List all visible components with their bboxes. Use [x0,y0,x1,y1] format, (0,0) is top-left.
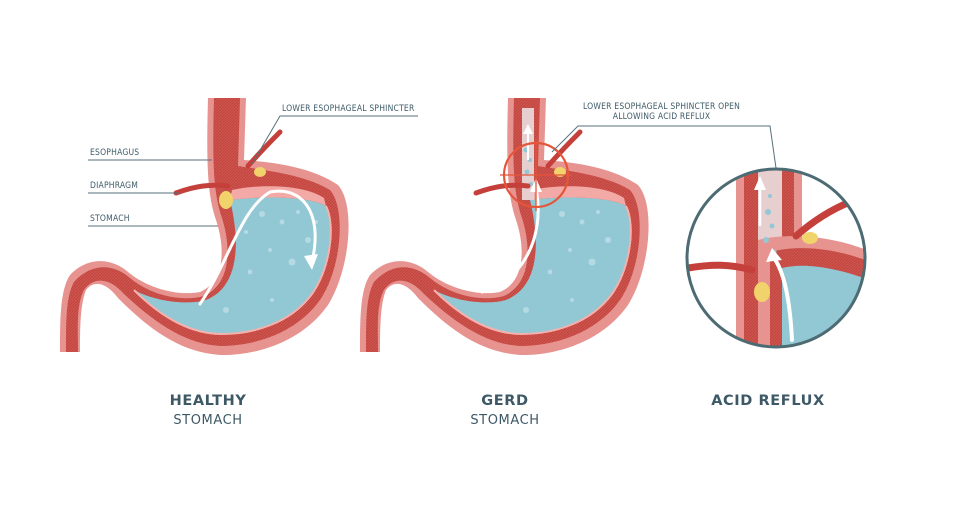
acid-reflux-zoom-border [685,167,867,349]
gerd-stomach [360,98,649,356]
caption-healthy: HEALTHY STOMACH [170,391,247,431]
label-esophagus: ESOPHAGUS [90,148,140,158]
healthy-leader-lines [88,115,418,227]
gerd-stomach-fluid [434,197,631,334]
gerd-diaphragm [473,182,531,196]
label-les-open-line2: ALLOWING ACID REFLUX [612,112,711,122]
caption-gerd-title: GERD [481,393,529,409]
caption-healthy-title: HEALTHY [169,393,247,409]
healthy-stomach [60,98,349,356]
acid-reflux-zoom [685,167,867,349]
label-diaphragm: DIAPHRAGM [90,181,139,191]
healthy-diaphragm [173,182,231,196]
label-stomach: STOMACH [90,214,130,224]
label-les-open: LOWER ESOPHAGEAL SPHINCTER OPEN ALLOWING… [583,102,740,122]
label-les-open-line1: LOWER ESOPHAGEAL SPHINCTER OPEN [583,102,741,112]
caption-gerd-subtitle: STOMACH [470,413,540,428]
caption-gerd: GERD STOMACH [470,391,539,431]
caption-acid-reflux-title: ACID REFLUX [711,393,825,409]
healthy-sphincter-muscle [245,129,283,169]
caption-healthy-subtitle: STOMACH [173,413,243,428]
healthy-flow-arrow [198,189,317,306]
gerd-leader-lines [551,125,777,169]
healthy-stomach-fluid [134,197,331,334]
caption-acid-reflux: ACID REFLUX [711,391,825,411]
gerd-flow-arrow [480,186,540,294]
label-lower-esophageal-sphincter: LOWER ESOPHAGEAL SPHINCTER [282,104,415,114]
